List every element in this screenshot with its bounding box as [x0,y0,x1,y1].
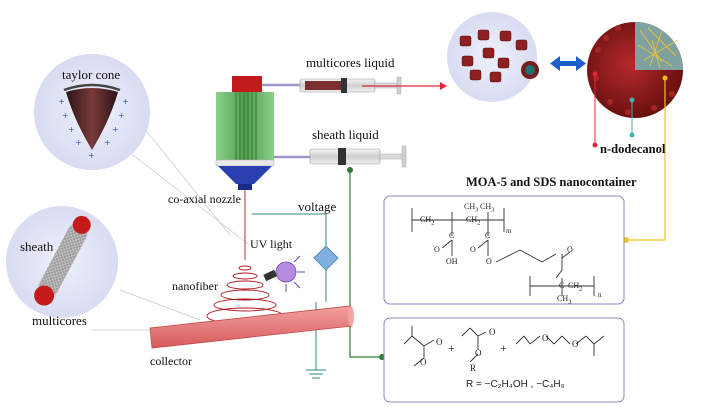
monomer-box [383,317,625,403]
coaxial-nozzle-label: co-axial nozzle [168,192,241,206]
sheath-liquid-label: sheath liquid [312,127,379,142]
subscript-m: m [506,227,512,235]
c-b: C [485,231,491,240]
nanocontainer-sphere [587,22,683,148]
nanofiber-label: nanofiber [172,279,218,293]
ch2-c: CH2 [568,281,583,293]
ch3-c: CH3 [557,294,572,306]
svg-text:+: + [62,111,69,120]
voltage-label: voltage [298,199,337,214]
n-dodecanol-label: n-dodecanol [600,142,666,156]
multicores-label: multicores [32,313,87,328]
uv-light-label: UV light [250,237,293,251]
o-d: O [475,348,482,358]
svg-text:+: + [58,97,65,106]
voltage-source [313,245,339,271]
exchange-arrow [550,56,586,71]
yellow-connector [626,78,666,241]
sheath-label: sheath [20,239,54,254]
collector-label: collector [150,354,192,368]
o-b: O [420,357,427,367]
sheath-syringe [270,145,407,168]
o-e: O [542,333,549,343]
o-c: O [489,327,496,337]
fiber-bubble [6,206,118,318]
multicores-liquid-label: multicores liquid [306,55,395,70]
nanofiber-spiral [206,190,284,325]
collector-bar [149,305,354,349]
svg-text:+: + [68,125,75,134]
uv-lamp [263,255,305,292]
polymer-box [383,195,625,305]
taylor-cone-bubble: ++ ++ ++ ++ + [34,54,150,170]
o-2: O [470,245,476,254]
svg-text:+: + [118,111,125,120]
ch3-a: CH3 [464,202,479,214]
plus-2: + [500,341,507,355]
ch2-b: CH2 [466,215,481,227]
o-a: O [436,337,443,347]
r-group: R [470,363,477,373]
o-4: O [567,245,573,254]
voltage-circuit [252,213,327,379]
ch3-b: CH3 [480,202,495,214]
svg-text:+: + [88,151,95,160]
feed-arrow [440,82,447,90]
coaxial-nozzle [215,76,275,190]
plus-1: + [448,341,455,355]
taylor-cone-label: taylor cone [62,67,121,82]
svg-text:+: + [122,97,129,106]
c-a: C [449,231,455,240]
svg-text:+: + [104,138,111,147]
subscript-n: n [598,291,602,299]
oh: OH [446,257,458,266]
o-1: O [434,245,440,254]
c-c: C [559,281,565,290]
svg-text:+: + [75,138,82,147]
sheath-wire [349,170,382,358]
particle-bubble [447,12,539,102]
r-definition: R = −C₂H₄OH , −C₄H₉ [466,379,565,390]
ch2-a: CH2 [420,215,435,227]
o-3: O [486,257,492,266]
nanocontainer-label: MOA-5 and SDS nanocontainer [466,175,637,189]
o-f: O [572,339,579,349]
svg-text:+: + [112,125,119,134]
